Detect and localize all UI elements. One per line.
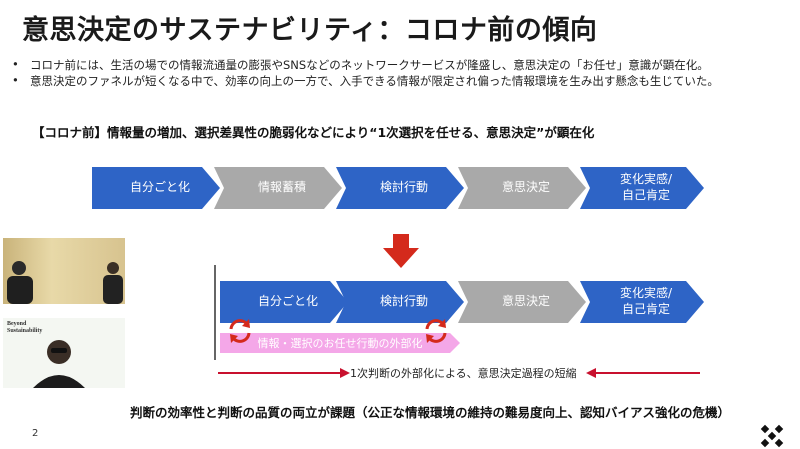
video-tile-1[interactable] (3, 238, 125, 304)
brand-label: Beyond Sustainability (7, 321, 43, 334)
shortening-arrow-right (588, 372, 700, 374)
participant-silhouettes (7, 261, 123, 304)
flow-step-label: 検討行動 (379, 180, 428, 195)
flow-top-step-5: 変化実感/ 自己肯定 (580, 167, 704, 209)
flow-step-label: 意思決定 (501, 294, 550, 309)
section-heading: 【コロナ前】情報量の増加、選択差異性の脆弱化などにより“1次選択を任せる、意思決… (32, 125, 595, 140)
flow-bottom-step-2: 検討行動 (336, 281, 464, 323)
page-number: 2 (32, 428, 39, 439)
bullet-item-2: • 意思決定のファネルが短くなる中で、効率の向上の一方で、入手できる情報が限定さ… (12, 73, 719, 89)
conclusion-text: 判断の効率性と判断の品質の両立が課題（公正な情報環境の維持の難易度向上、認知バイ… (130, 405, 731, 420)
brand-logo-icon (760, 424, 784, 448)
flow-top-step-1: 自分ごと化 (92, 167, 220, 209)
flow-step-label: 自分ごと化 (129, 180, 190, 195)
cycle-arrows-icon (425, 319, 447, 343)
flow-step-label: 変化実感/ 自己肯定 (619, 172, 673, 202)
flow-step-label: 検討行動 (379, 294, 428, 309)
flow-top-step-2: 情報蓄積 (214, 167, 342, 209)
flow-step-label: 変化実感/ 自己肯定 (619, 286, 673, 316)
bullet-item-1: • コロナ前には、生活の場での情報流通量の膨張やSNSなどのネットワークサービス… (12, 57, 709, 73)
bullet-dot: • (12, 57, 19, 71)
bullet-dot: • (12, 73, 19, 87)
video-tile-2[interactable]: Beyond Sustainability (3, 318, 125, 388)
outsourcing-bar: 情報・選択のお任せ行動の外部化 (220, 333, 460, 353)
shortening-label: 1次判断の外部化による、意思決定過程の短縮 (350, 367, 577, 380)
outsourcing-label: 情報・選択のお任せ行動の外部化 (257, 337, 423, 350)
page-title: 意思決定のサステナビリティ：コロナ前の傾向 (22, 15, 598, 46)
arrow-right-icon (340, 368, 350, 378)
flow-step-label: 意思決定 (501, 180, 550, 195)
participant-silhouette (33, 340, 85, 388)
shortening-arrow-left (218, 372, 348, 374)
bracket-line (214, 265, 216, 360)
cycle-arrows-icon (229, 319, 251, 343)
flow-top-step-4: 意思決定 (458, 167, 586, 209)
flow-bottom-step-1: 自分ごと化 (220, 281, 348, 323)
down-arrow-icon (383, 234, 419, 268)
flow-top-step-3: 検討行動 (336, 167, 464, 209)
flow-bottom-step-4: 変化実感/ 自己肯定 (580, 281, 704, 323)
bullet-text: コロナ前には、生活の場での情報流通量の膨張やSNSなどのネットワークサービスが隆… (30, 58, 709, 72)
bullet-text: 意思決定のファネルが短くなる中で、効率の向上の一方で、入手できる情報が限定され偏… (30, 74, 719, 88)
flow-step-label: 自分ごと化 (257, 294, 318, 309)
flow-step-label: 情報蓄積 (257, 180, 306, 195)
flow-bottom-step-3: 意思決定 (458, 281, 586, 323)
